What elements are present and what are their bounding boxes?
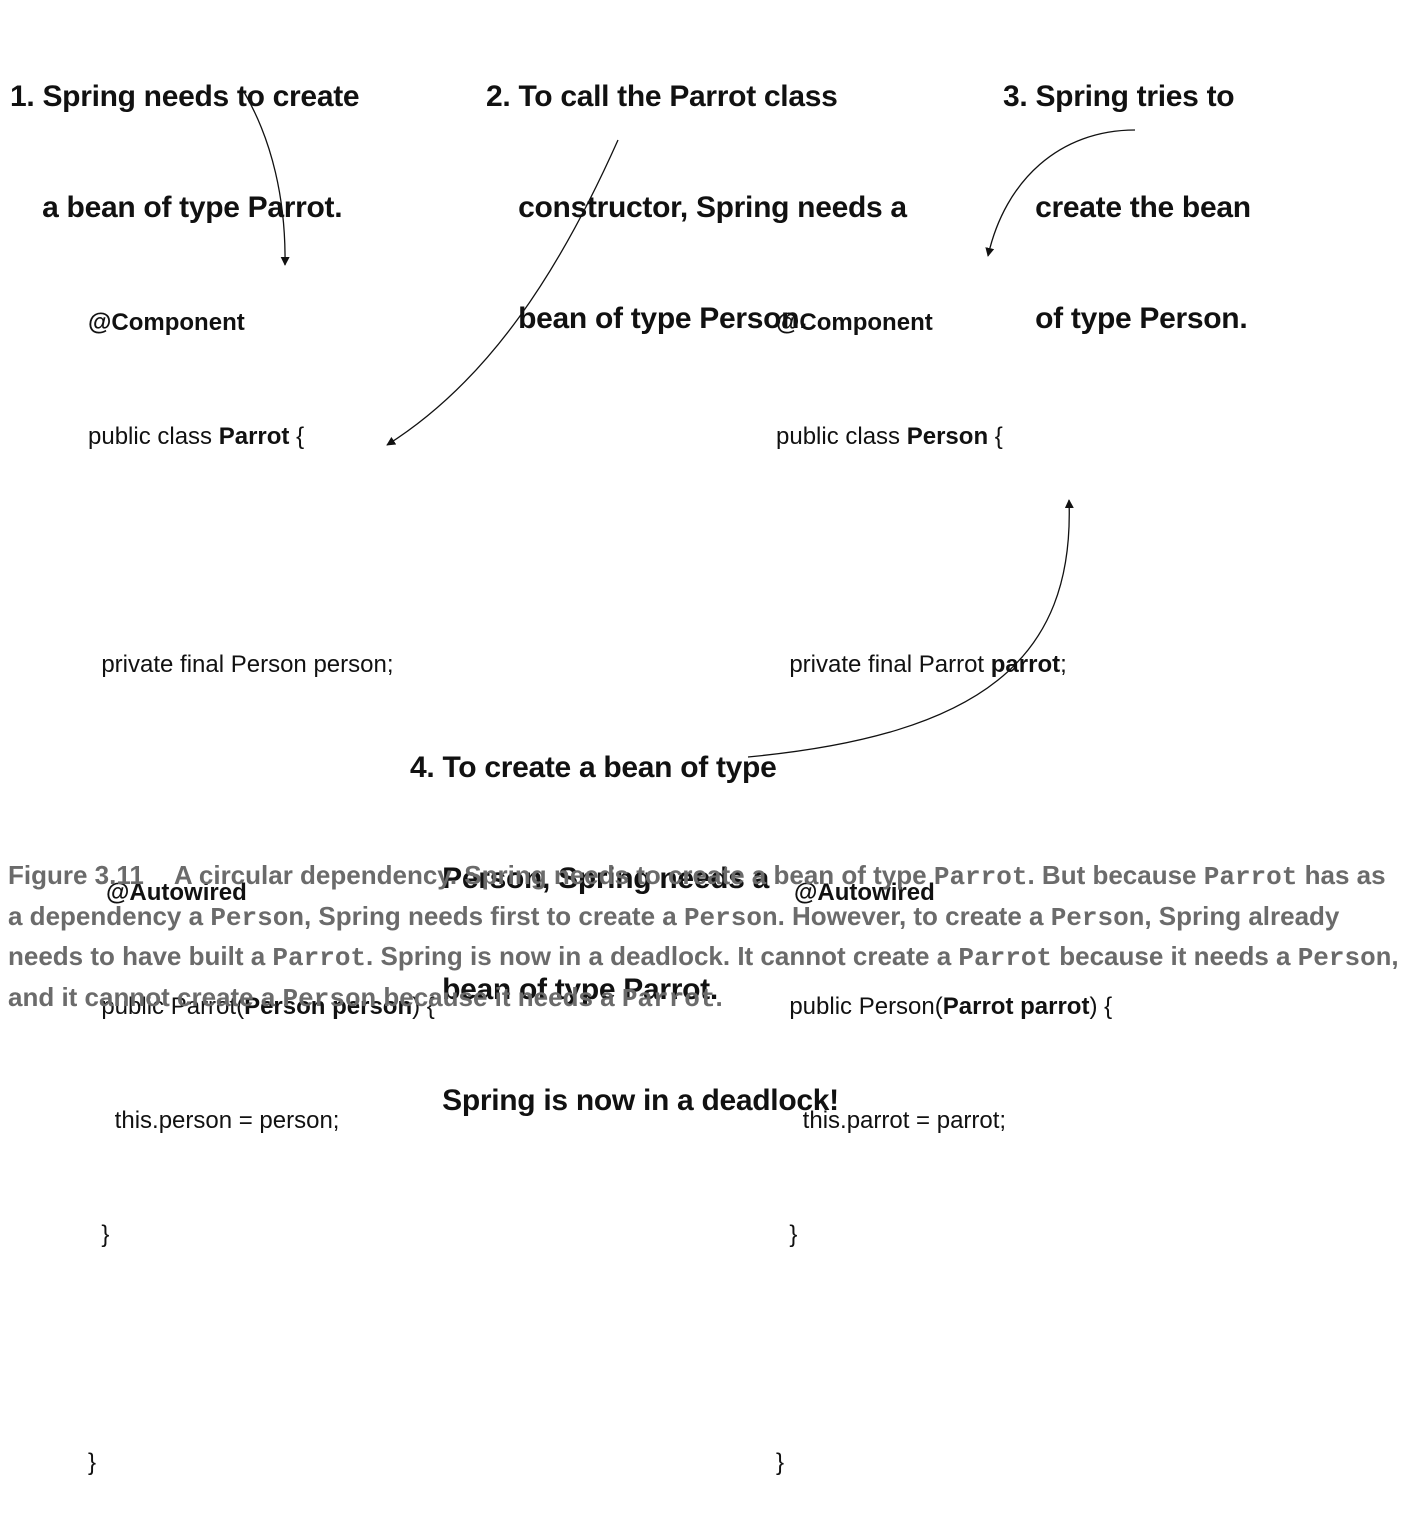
callout-step-4-line: 4. To create a bean of type — [410, 751, 777, 784]
arrows-layer — [243, 91, 1136, 758]
figure-number: Figure 3.11 — [8, 860, 144, 890]
component-annotation: @Component — [776, 309, 933, 336]
field-assignment: this.person = person; — [88, 1107, 340, 1134]
arrow-step-3 — [985, 129, 1136, 257]
callout-step-2-line: 2. To call the Parrot class — [486, 80, 838, 113]
callout-step-1: 1. Spring needs to create a bean of type… — [10, 4, 360, 263]
component-annotation: @Component — [88, 309, 245, 336]
arrow-step-4 — [747, 499, 1074, 758]
callout-step-2-line: bean of type Person. — [486, 302, 808, 335]
callout-step-4-line: Spring is now in a deadlock! — [410, 1084, 839, 1117]
field-declaration: private final Parrot parrot; — [776, 651, 1067, 678]
callout-step-1-line: a bean of type Parrot. — [10, 191, 343, 224]
field-declaration: private final Person person; — [88, 651, 394, 678]
callout-step-1-line: 1. Spring needs to create — [10, 80, 360, 113]
callout-step-3-line: create the bean — [1003, 191, 1251, 224]
closing-brace: } — [776, 1221, 798, 1248]
callout-step-4-line: bean of type Parrot. — [410, 973, 718, 1006]
autowired-annotation: @Autowired — [106, 879, 247, 906]
callout-step-2-line: constructor, Spring needs a — [486, 191, 907, 224]
callout-step-4-line: Person, Spring needs a — [410, 862, 769, 895]
class-declaration: public class Parrot { — [88, 423, 305, 450]
callout-step-3: 3. Spring tries to create the bean of ty… — [1003, 4, 1251, 374]
callout-step-2: 2. To call the Parrot class constructor,… — [486, 4, 907, 374]
closing-brace: } — [88, 1449, 97, 1476]
arrow-step-1 — [243, 91, 290, 266]
closing-brace: } — [88, 1221, 110, 1248]
callout-step-3-line: 3. Spring tries to — [1003, 80, 1235, 113]
arrow-step-2 — [386, 139, 619, 446]
field-assignment: this.parrot = parrot; — [776, 1107, 1007, 1134]
callout-step-3-line: of type Person. — [1003, 302, 1248, 335]
autowired-annotation: @Autowired — [794, 879, 935, 906]
class-declaration: public class Person { — [776, 423, 1003, 450]
closing-brace: } — [776, 1449, 785, 1476]
